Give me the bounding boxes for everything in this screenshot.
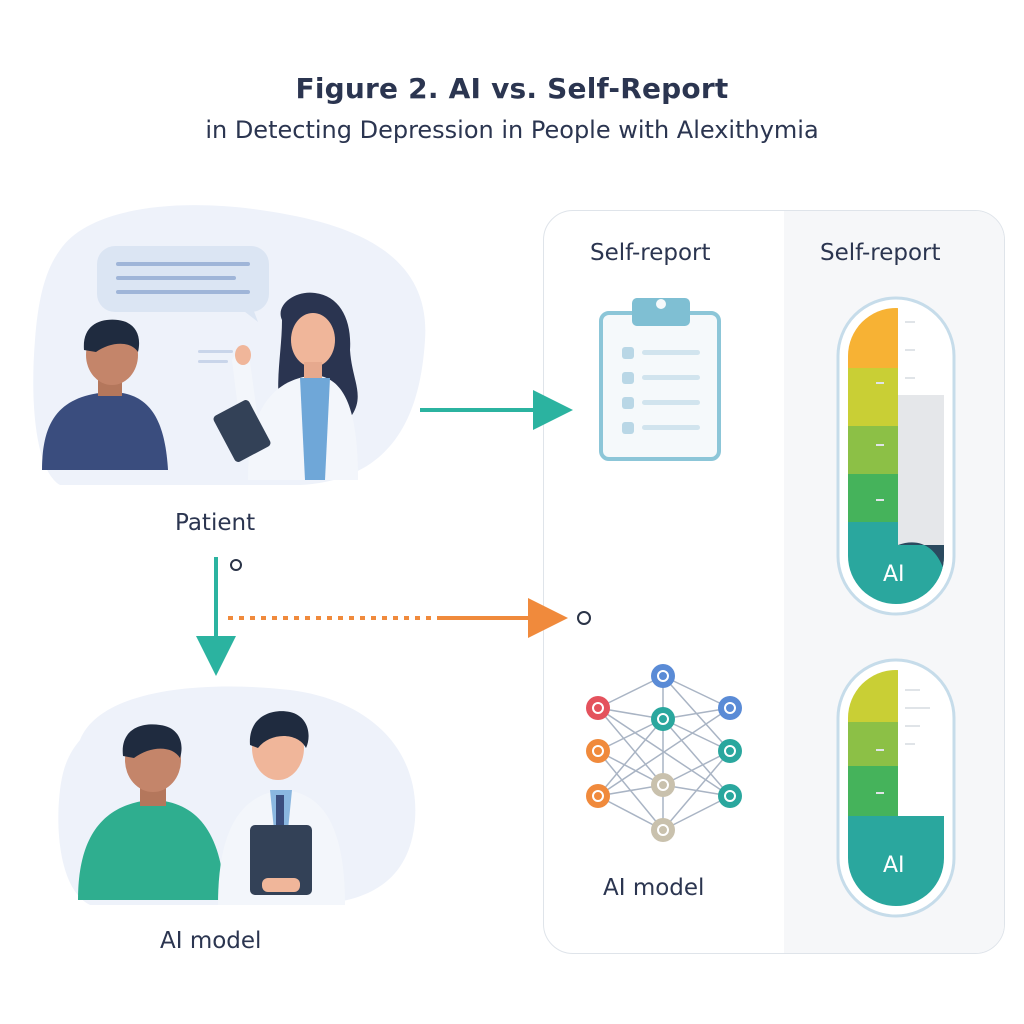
connector-node-icon (230, 559, 242, 571)
thermometer-gauge-icon: AI (836, 296, 956, 616)
ai-model-scene (58, 686, 416, 905)
self-report-header-left: Self-report (590, 240, 711, 266)
gauge-bottom-label: AI (883, 853, 905, 878)
consultation-scene (33, 205, 426, 486)
person-figure (78, 724, 225, 900)
figure-title: Figure 2. AI vs. Self-Report (295, 72, 729, 105)
neural-network-icon (586, 664, 742, 842)
thermometer-gauge-icon: AI (836, 658, 956, 918)
doctor-figure (213, 292, 358, 480)
ai-model-panel-label: AI model (603, 875, 705, 901)
speech-bubble-icon (97, 246, 269, 322)
patient-label: Patient (175, 510, 256, 536)
patient-figure (42, 319, 168, 470)
gauge-top-label: AI (883, 562, 905, 587)
ai-model-left-label: AI model (160, 928, 262, 954)
clinician-figure (218, 711, 345, 905)
self-report-header-right: Self-report (820, 240, 941, 266)
connector-node-icon (577, 611, 591, 625)
figure-subtitle: in Detecting Depression in People with A… (205, 116, 819, 144)
clipboard-icon (599, 298, 721, 461)
